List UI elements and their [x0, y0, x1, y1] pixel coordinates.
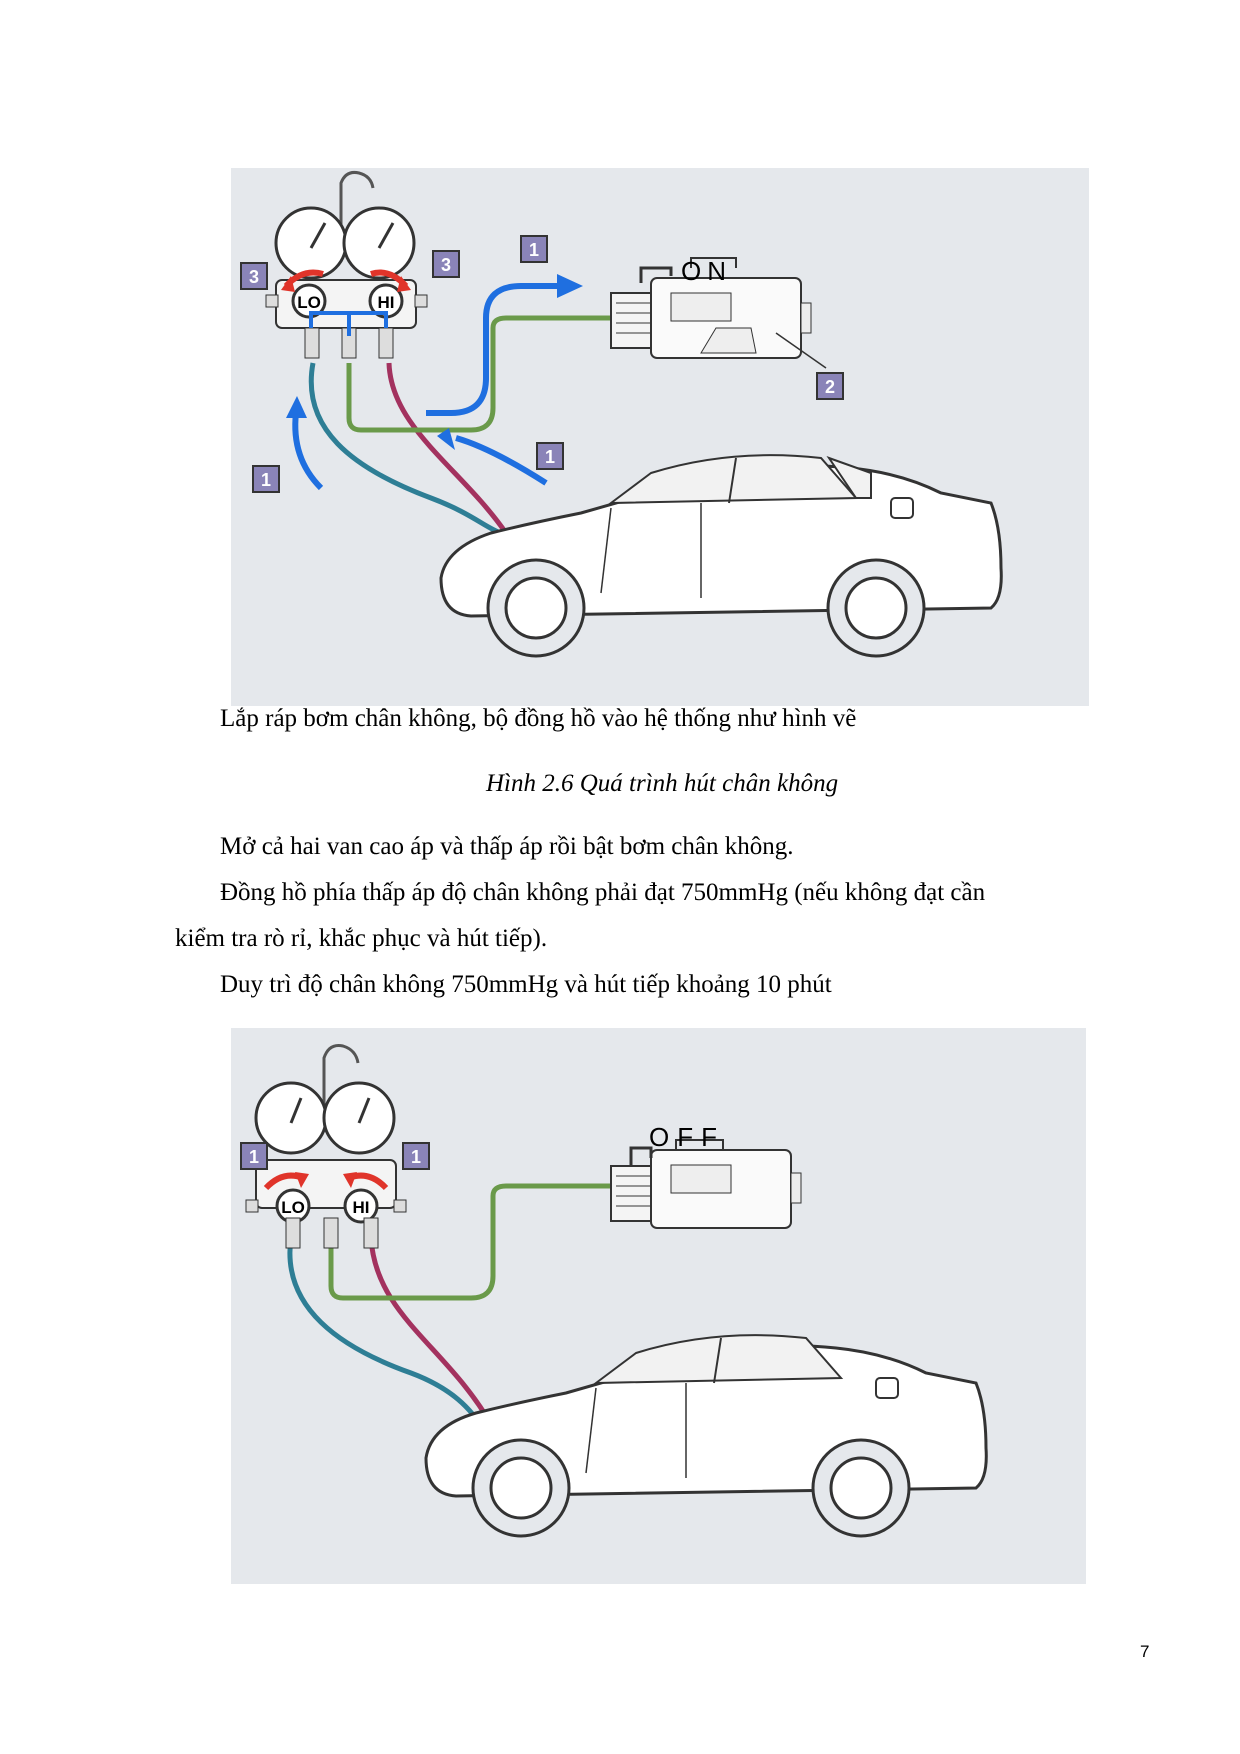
page-number: 7	[1140, 1642, 1150, 1661]
callout-text: 3	[441, 255, 451, 275]
callout-valve-low	[240, 1142, 268, 1170]
callout-text: 1	[411, 1147, 421, 1167]
callout-text: 1	[529, 240, 539, 260]
callout-text: 2	[825, 377, 835, 397]
callout-valve-low	[240, 262, 268, 290]
high-pressure-gauge	[342, 206, 416, 280]
figure-vacuum-pump-off: LO HI OFF	[231, 1028, 1086, 1584]
flow-arrow-high	[455, 435, 548, 486]
high-pressure-gauge	[322, 1081, 396, 1155]
figure-caption: Hình 2.6 Quá trình hút chân không	[486, 770, 839, 797]
pump-state-label: OFF	[649, 1122, 725, 1152]
center-hose	[328, 1183, 631, 1301]
vacuum-diagram-off: LO HI OFF	[240, 1044, 988, 1538]
car	[439, 454, 1003, 658]
center-hose	[346, 315, 631, 433]
flow-arrow-low	[292, 412, 324, 491]
manifold-gauge-set	[245, 1044, 407, 1249]
callout-valve-high	[402, 1142, 430, 1170]
instruction-gauge-line2: kiểm tra rò rỉ, khắc phục và hút tiếp).	[175, 925, 548, 952]
flow-arrow-to-pump	[426, 283, 561, 416]
callout-flow-high	[536, 442, 564, 470]
vacuum-pump	[610, 257, 812, 359]
callout-text: 1	[261, 470, 271, 490]
high-valve-label: HI	[353, 1198, 370, 1217]
high-valve-label: HI	[378, 293, 395, 312]
callout-text: 1	[545, 447, 555, 467]
callout-valve-high	[432, 250, 460, 278]
figure-vacuum-pump-on: LO HI ON	[231, 168, 1089, 706]
callout-text: 1	[249, 1147, 259, 1167]
instruction-open-valves: Mở cả hai van cao áp và thấp áp rồi bật …	[220, 833, 794, 860]
low-valve-label: LO	[297, 293, 321, 312]
low-valve-label: LO	[281, 1198, 305, 1217]
pump-state-label: ON	[681, 256, 732, 286]
vacuum-diagram-on: LO HI ON	[240, 171, 1003, 658]
low-pressure-gauge	[274, 206, 348, 280]
vacuum-pump	[610, 1139, 802, 1229]
manifold-gauge-set	[265, 171, 428, 359]
callout-flow-pump	[520, 235, 548, 263]
high-side-hose	[368, 1237, 499, 1435]
instruction-gauge-line1: Đồng hồ phía thấp áp độ chân không phải …	[220, 879, 986, 906]
instruction-assemble: Lắp ráp bơm chân không, bộ đồng hồ vào h…	[220, 705, 857, 732]
low-side-hose	[287, 1237, 489, 1435]
callout-text: 3	[249, 267, 259, 287]
callout-pump	[816, 372, 844, 400]
callout-flow-low	[252, 465, 280, 493]
instruction-maintain: Duy trì độ chân không 750mmHg và hút tiế…	[220, 971, 832, 998]
low-side-hose	[308, 362, 502, 536]
high-side-hose	[386, 362, 509, 535]
car	[424, 1334, 988, 1538]
